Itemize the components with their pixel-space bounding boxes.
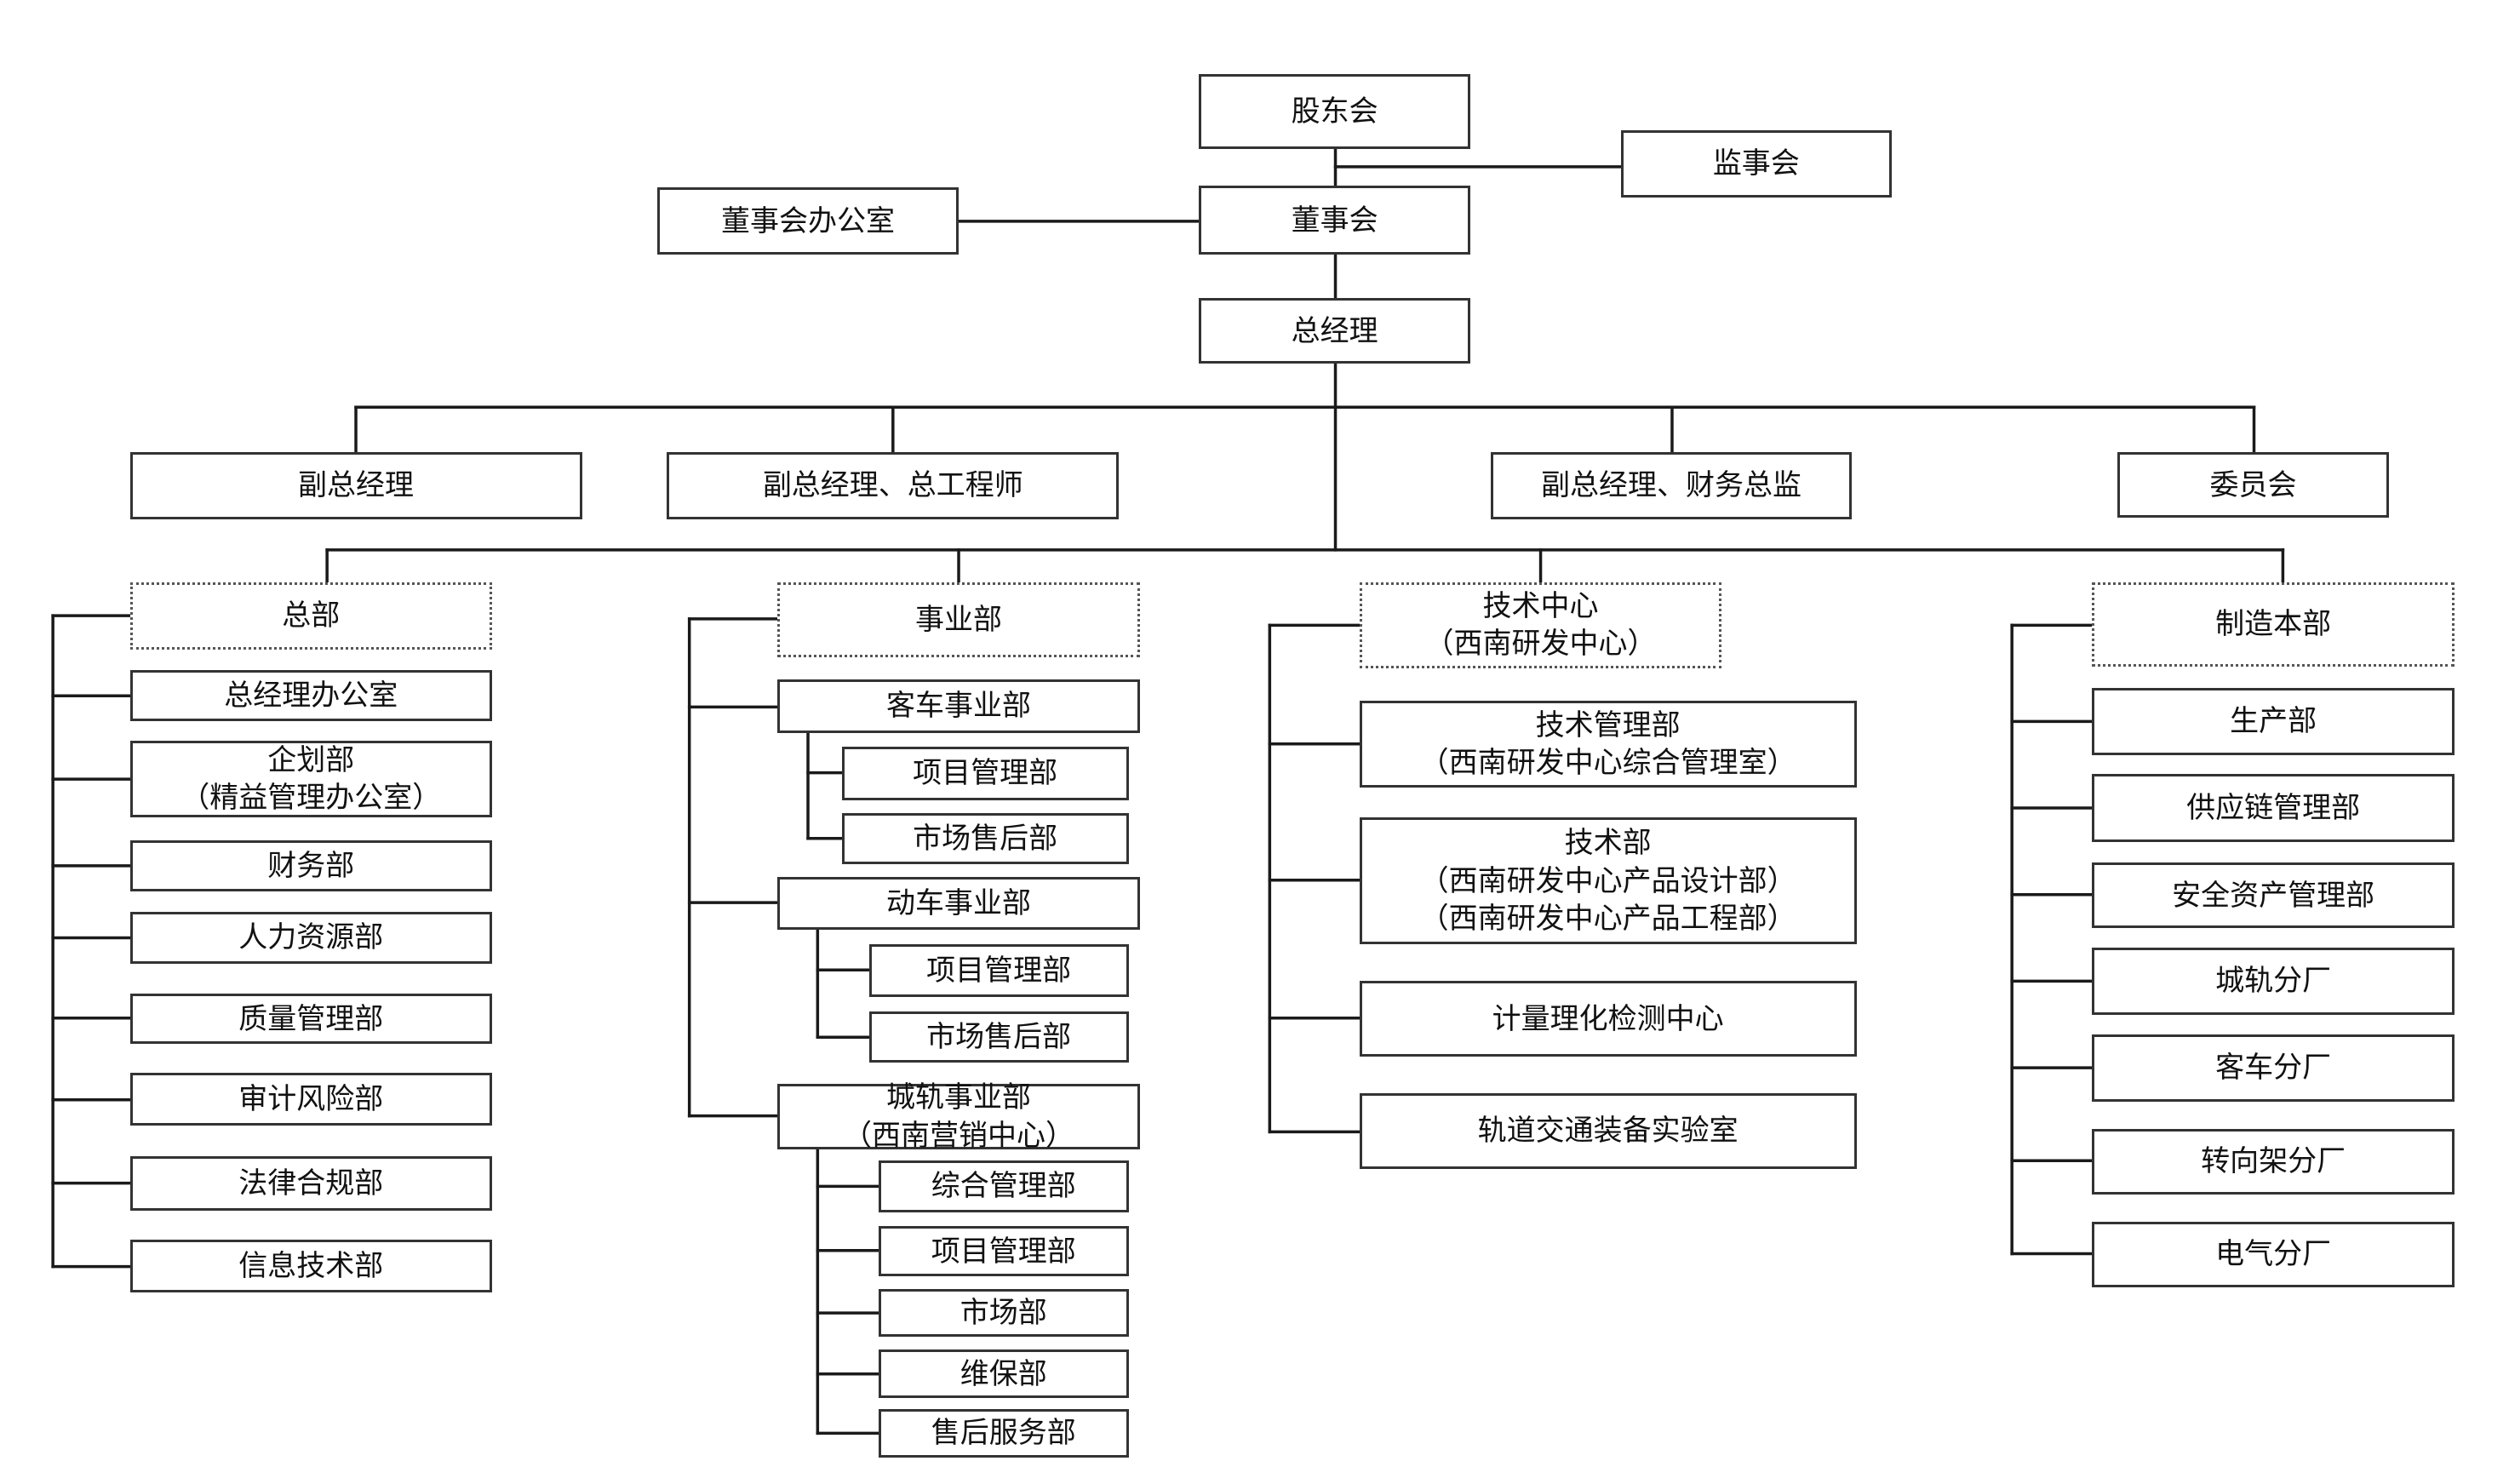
org-node-label: 安全资产管理部 xyxy=(2172,878,2375,913)
org-node-vgm3: 副总经理、财务总监 xyxy=(1491,452,1852,520)
org-node-bu-urt3: 市场部 xyxy=(878,1288,1129,1338)
org-node-label: 副总经理、财务总监 xyxy=(1541,468,1802,503)
org-node-label: 动车事业部 xyxy=(886,885,1032,920)
org-node-mfg2: 供应链管理部 xyxy=(2092,774,2455,842)
org-node-label: 生产部 xyxy=(2230,704,2317,739)
org-node-label: （西南研发中心产品设计部） xyxy=(1419,863,1796,898)
org-node-supervisors: 监事会 xyxy=(1620,129,1892,198)
org-node-committee: 委员会 xyxy=(2117,452,2389,519)
org-node-label: 企划部 xyxy=(267,742,355,777)
org-node-tc: 技术中心（西南研发中心） xyxy=(1359,582,1722,669)
org-node-label: （西南研发中心综合管理室） xyxy=(1419,745,1796,780)
org-node-mfg: 制造本部 xyxy=(2092,582,2455,668)
org-node-bu-emu: 动车事业部 xyxy=(777,877,1140,931)
org-node-label: 技术中心 xyxy=(1482,589,1599,624)
org-node-hq: 总部 xyxy=(129,582,493,650)
org-node-bu-pc2: 市场售后部 xyxy=(841,812,1129,864)
org-node-bu-emu2: 市场售后部 xyxy=(868,1011,1129,1063)
org-node-tc1: 技术管理部（西南研发中心综合管理室） xyxy=(1359,700,1857,788)
org-node-hq6: 审计风险部 xyxy=(129,1072,493,1126)
org-node-bu-urt1: 综合管理部 xyxy=(878,1160,1129,1212)
org-node-label: 城轨分厂 xyxy=(2215,964,2332,999)
org-node-bu-pc: 客车事业部 xyxy=(777,679,1140,733)
org-node-bu-urt4: 维保部 xyxy=(878,1349,1129,1398)
org-node-label: 电气分厂 xyxy=(2215,1237,2332,1272)
org-node-bu: 事业部 xyxy=(777,582,1140,658)
org-node-label: 副总经理、总工程师 xyxy=(762,468,1023,503)
org-node-label: 质量管理部 xyxy=(238,1001,384,1036)
org-node-label: （精益管理办公室） xyxy=(180,781,442,816)
org-node-tc4: 轨道交通装备实验室 xyxy=(1359,1093,1857,1169)
org-node-label: 监事会 xyxy=(1712,146,1800,180)
org-node-label: 审计风险部 xyxy=(238,1081,384,1116)
org-node-mfg4: 城轨分厂 xyxy=(2092,947,2455,1015)
org-node-label: 技术部 xyxy=(1564,826,1652,861)
org-node-label: 城轨事业部 xyxy=(886,1080,1032,1115)
org-node-board-office: 董事会办公室 xyxy=(657,187,959,255)
org-node-hq5: 质量管理部 xyxy=(129,994,493,1044)
org-node-label: 副总经理 xyxy=(298,468,415,503)
org-node-hq2: 企划部 （精益管理办公室） xyxy=(129,740,493,818)
org-node-tc2: 技术部（西南研发中心产品设计部）（西南研发中心产品工程部） xyxy=(1359,817,1857,945)
org-node-label: 转向架分厂 xyxy=(2201,1144,2346,1179)
org-node-label: 法律合规部 xyxy=(238,1166,384,1200)
org-node-bu-pc1: 项目管理部 xyxy=(841,747,1129,800)
org-node-hq7: 法律合规部 xyxy=(129,1155,493,1211)
org-node-label: 项目管理部 xyxy=(913,756,1058,791)
org-node-hq3: 财务部 xyxy=(129,839,493,891)
org-node-label: 信息技术部 xyxy=(238,1248,384,1283)
org-node-hq8: 信息技术部 xyxy=(129,1239,493,1292)
org-node-label: 计量理化检测中心 xyxy=(1492,1001,1724,1036)
org-node-label: 市场部 xyxy=(959,1296,1047,1331)
org-node-mfg6: 转向架分厂 xyxy=(2092,1128,2455,1195)
org-node-label: 事业部 xyxy=(915,602,1003,637)
org-node-bu-urt5: 售后服务部 xyxy=(878,1409,1129,1458)
org-node-label: 股东会 xyxy=(1291,94,1378,129)
org-node-label: 委员会 xyxy=(2209,467,2297,502)
org-node-label: 客车事业部 xyxy=(886,689,1032,724)
org-node-label: 技术管理部 xyxy=(1535,708,1681,742)
org-node-vgm1: 副总经理 xyxy=(129,452,582,520)
org-node-label: 总经理 xyxy=(1291,313,1378,348)
org-node-shareholders: 股东会 xyxy=(1199,73,1470,150)
org-node-label: 客车分厂 xyxy=(2215,1050,2332,1085)
org-node-bu-emu1: 项目管理部 xyxy=(868,944,1129,998)
org-node-mfg1: 生产部 xyxy=(2092,687,2455,755)
org-node-tc3: 计量理化检测中心 xyxy=(1359,981,1857,1057)
org-node-vgm2: 副总经理、总工程师 xyxy=(667,452,1120,520)
org-node-label: 财务部 xyxy=(267,848,355,883)
org-node-mfg3: 安全资产管理部 xyxy=(2092,862,2455,929)
org-node-label: 总经理办公室 xyxy=(224,679,398,713)
org-node-label: 项目管理部 xyxy=(931,1234,1076,1269)
org-node-mfg5: 客车分厂 xyxy=(2092,1034,2455,1102)
org-node-label: 制造本部 xyxy=(2215,607,2332,642)
org-node-bu-urt: 城轨事业部（西南营销中心） xyxy=(777,1080,1140,1153)
org-node-label: 售后服务部 xyxy=(931,1416,1076,1451)
org-node-bu-urt2: 项目管理部 xyxy=(878,1226,1129,1276)
org-node-label: 董事会办公室 xyxy=(721,203,896,238)
org-node-label: 市场售后部 xyxy=(926,1020,1072,1055)
org-node-label: 综合管理部 xyxy=(931,1169,1076,1204)
org-node-label: 市场售后部 xyxy=(913,821,1058,856)
org-node-hq1: 总经理办公室 xyxy=(129,670,493,722)
org-node-hq4: 人力资源部 xyxy=(129,912,493,964)
org-node-label: 董事会 xyxy=(1291,203,1378,238)
org-node-label: （西南营销中心） xyxy=(843,1118,1075,1153)
org-node-label: 项目管理部 xyxy=(926,954,1072,988)
org-node-label: 人力资源部 xyxy=(238,920,384,955)
org-node-label: 维保部 xyxy=(959,1356,1047,1391)
org-node-board: 董事会 xyxy=(1199,186,1470,255)
org-node-label: 供应链管理部 xyxy=(2186,790,2361,825)
org-node-label: （西南研发中心产品工程部） xyxy=(1419,901,1796,936)
org-node-mfg7: 电气分厂 xyxy=(2092,1221,2455,1288)
org-node-label: （西南研发中心） xyxy=(1424,627,1657,662)
org-node-label: 轨道交通装备实验室 xyxy=(1477,1114,1739,1149)
org-node-gm: 总经理 xyxy=(1199,298,1470,364)
org-node-label: 总部 xyxy=(282,598,341,633)
